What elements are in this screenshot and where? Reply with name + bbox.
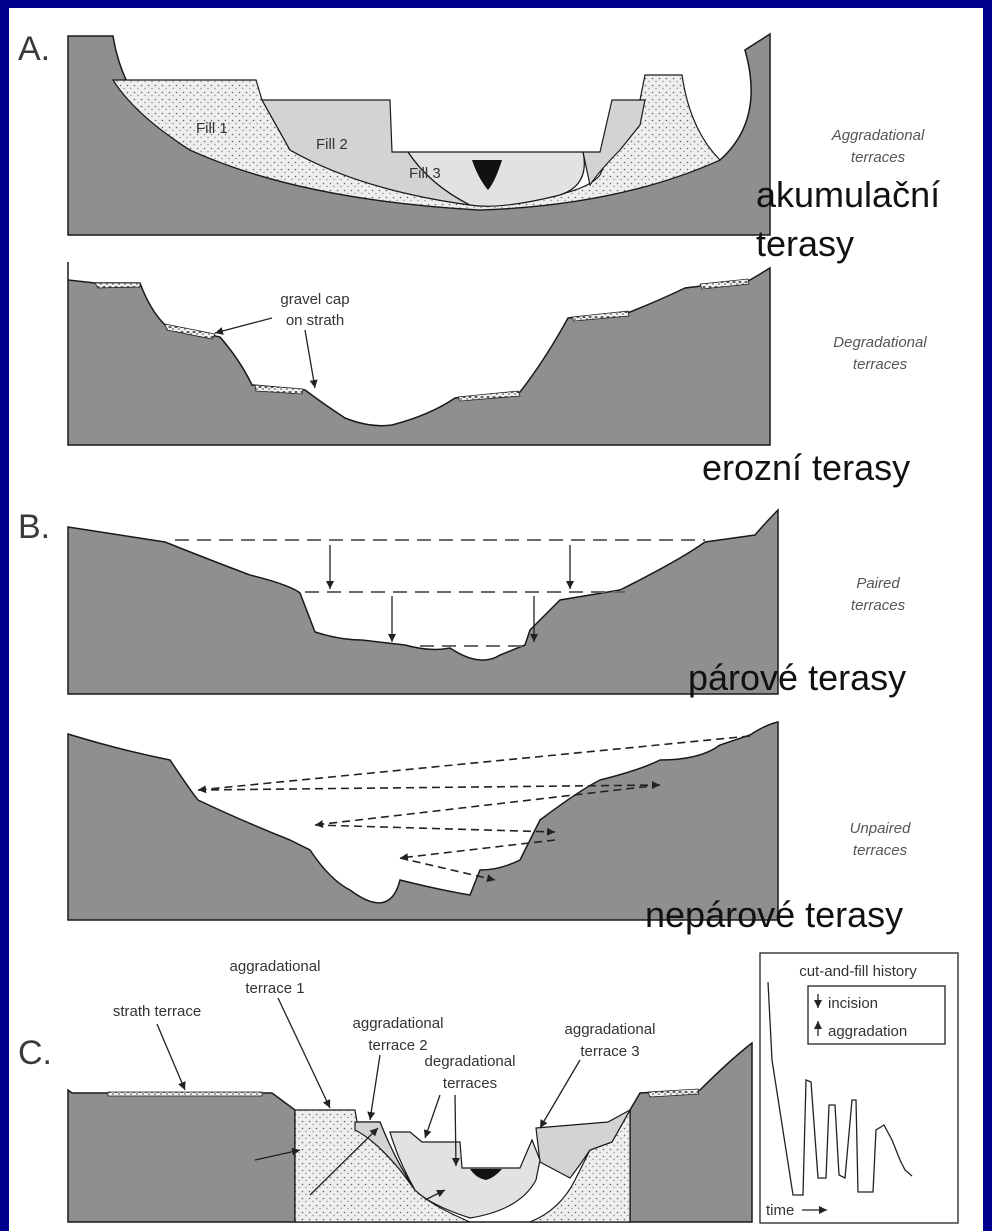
bedrock-degradational	[68, 262, 770, 445]
aggradational-terrace-1-label-line1: aggradational	[230, 958, 321, 975]
degradational-terraces-label-line2: terraces	[853, 356, 908, 373]
aggradational-terrace-2-label-line1: aggradational	[353, 1015, 444, 1032]
unpaired-terraces-czech: nepárové terasy	[645, 894, 903, 935]
aggradational-terraces-czech-line1: akumulační	[756, 174, 940, 215]
aggradational-terrace-2-label-line2: terrace 2	[368, 1037, 427, 1054]
bedrock-unpaired	[68, 722, 778, 920]
unpaired-terraces-label-line1: Unpaired	[850, 820, 912, 837]
gravel-cap-pointer-2	[305, 330, 315, 388]
fill-3-label: Fill 3	[409, 165, 441, 182]
aggradational-terraces-label-line1: Aggradational	[831, 127, 925, 144]
degradational-terrace-pointer-1	[425, 1095, 440, 1138]
paired-terraces-czech: párové terasy	[688, 657, 906, 698]
aggradational-terrace-3-pointer	[540, 1060, 580, 1128]
fill-2-label: Fill 2	[316, 136, 348, 153]
degradational-terraces-label-line1: Degradational	[833, 334, 927, 351]
gravel-cap-label-line1: gravel cap	[280, 291, 349, 308]
strath-gravel-left	[108, 1092, 262, 1096]
aggradational-terraces-czech-line2: terasy	[756, 223, 854, 264]
aggradational-terrace-3-label-line2: terrace 3	[580, 1043, 639, 1060]
section-letter-b: B.	[18, 508, 50, 546]
section-letter-c: C.	[18, 1034, 52, 1072]
gravel-cap-pointer-1	[215, 318, 272, 333]
cut-and-fill-history-curve	[768, 982, 912, 1195]
gravel-cap-1	[95, 283, 140, 288]
time-axis-label: time	[766, 1202, 794, 1219]
fill-1-label: Fill 1	[196, 120, 228, 137]
section-letter-a: A.	[18, 30, 50, 68]
unpaired-arrow-4	[315, 825, 555, 832]
strath-terrace-label: strath terrace	[113, 1003, 201, 1020]
aggradational-terraces-label-line2: terraces	[851, 149, 906, 166]
aggradational-terrace-1-pointer	[278, 998, 330, 1108]
cut-and-fill-history-box	[760, 953, 958, 1223]
aggradational-terrace-1-label-line2: terrace 1	[245, 980, 304, 997]
paired-terraces-label-line2: terraces	[851, 597, 906, 614]
gravel-cap-label-line2: on strath	[286, 312, 344, 329]
degradational-terraces-c-label-line2: terraces	[443, 1075, 497, 1092]
paired-terraces-label-line1: Paired	[856, 575, 900, 592]
degradational-terraces-c-label-line1: degradational	[425, 1053, 516, 1070]
aggradational-terrace-2-pointer	[370, 1055, 380, 1120]
incision-legend-label: incision	[828, 995, 878, 1012]
cut-and-fill-history-title: cut-and-fill history	[799, 963, 917, 980]
unpaired-terraces-label-line2: terraces	[853, 842, 908, 859]
bedrock-paired	[68, 510, 778, 694]
strath-terrace-pointer	[157, 1024, 185, 1090]
degradational-terraces-czech: erozní terasy	[702, 447, 910, 488]
aggradation-legend-label: aggradation	[828, 1023, 907, 1040]
unpaired-arrow-6	[400, 858, 495, 880]
aggradational-terrace-3-label-line1: aggradational	[565, 1021, 656, 1038]
